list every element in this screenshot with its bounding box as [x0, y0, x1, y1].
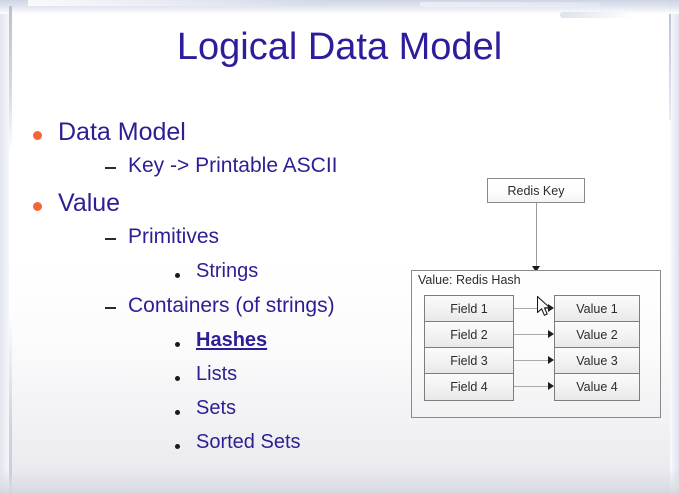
outline-item-sets: Sets	[0, 397, 430, 431]
outline-item-containers: Containers (of strings)	[0, 294, 430, 329]
disc-bullet-orange-icon	[33, 131, 42, 140]
slide-frame-right-fill	[670, 0, 679, 494]
field-value-link	[514, 386, 552, 387]
slide-frame-left-fill	[0, 0, 10, 494]
field-cell: Field 2	[425, 322, 513, 348]
disc-bullet-black-icon	[175, 273, 180, 278]
outline-item-label: Hashes	[196, 329, 268, 351]
outline-item-label: Containers (of strings)	[128, 294, 335, 317]
outline-item-label: Lists	[196, 363, 238, 385]
outline-item-sorted-sets: Sorted Sets	[0, 431, 430, 465]
disc-bullet-black-icon	[175, 410, 180, 415]
field-column: Field 1 Field 2 Field 3 Field 4	[424, 295, 514, 401]
field-cell: Field 4	[425, 374, 513, 400]
slide-frame-right-line	[669, 0, 671, 120]
dash-bullet-icon	[105, 238, 116, 240]
outline-item-label: Key -> Printable ASCII	[128, 154, 338, 177]
slide-frame-left-line	[9, 6, 12, 494]
right-arrow-icon	[548, 330, 554, 338]
right-arrow-icon	[548, 304, 554, 312]
outline-item-label: Sets	[196, 397, 237, 419]
value-cell: Value 3	[555, 348, 639, 374]
right-arrow-icon	[548, 382, 554, 390]
outline-item-key-printable-ascii: Key -> Printable ASCII	[0, 154, 430, 189]
redis-key-box: Redis Key	[487, 178, 585, 203]
field-value-link	[514, 360, 552, 361]
outline-item-primitives: Primitives	[0, 225, 430, 260]
outline-item-label: Primitives	[128, 225, 220, 248]
down-arrow-icon	[532, 266, 540, 272]
disc-bullet-black-icon	[175, 376, 180, 381]
slide-artifact-top-right	[560, 12, 632, 18]
outline-item-lists: Lists	[0, 363, 430, 397]
value-cell: Value 2	[555, 322, 639, 348]
value-cell: Value 4	[555, 374, 639, 400]
outline-item-hashes: Hashes	[0, 329, 430, 363]
value-cell: Value 1	[555, 296, 639, 322]
right-arrow-icon	[548, 356, 554, 364]
disc-bullet-black-icon	[175, 342, 180, 347]
slide-frame-top-band-streak-right	[420, 2, 600, 7]
key-to-hash-connector	[536, 203, 537, 268]
disc-bullet-black-icon	[175, 444, 180, 449]
bullet-outline: Data Model Key -> Printable ASCII Value …	[0, 118, 430, 465]
field-value-link	[514, 308, 552, 309]
slide-frame-bottom-sheen	[0, 468, 679, 494]
outline-item-strings: Strings	[0, 260, 430, 294]
field-cell: Field 3	[425, 348, 513, 374]
page-title: Logical Data Model	[176, 26, 503, 68]
outline-item-label: Data Model	[58, 118, 186, 146]
outline-item-label: Value	[58, 189, 121, 217]
dash-bullet-icon	[105, 307, 116, 309]
redis-hash-container-label: Value: Redis Hash	[418, 273, 521, 287]
outline-item-data-model: Data Model	[0, 118, 430, 154]
outline-item-label: Sorted Sets	[196, 431, 301, 453]
value-column: Value 1 Value 2 Value 3 Value 4	[554, 295, 640, 401]
outline-item-label: Strings	[196, 260, 259, 282]
dash-bullet-icon	[105, 167, 116, 169]
outline-item-value: Value	[0, 189, 430, 225]
disc-bullet-orange-icon	[33, 202, 42, 211]
redis-hash-diagram: Redis Key Value: Redis Hash Field 1 Fiel…	[400, 165, 675, 430]
slide-frame-top-band-streak-left	[28, 0, 328, 6]
field-value-link	[514, 334, 552, 335]
field-cell: Field 1	[425, 296, 513, 322]
